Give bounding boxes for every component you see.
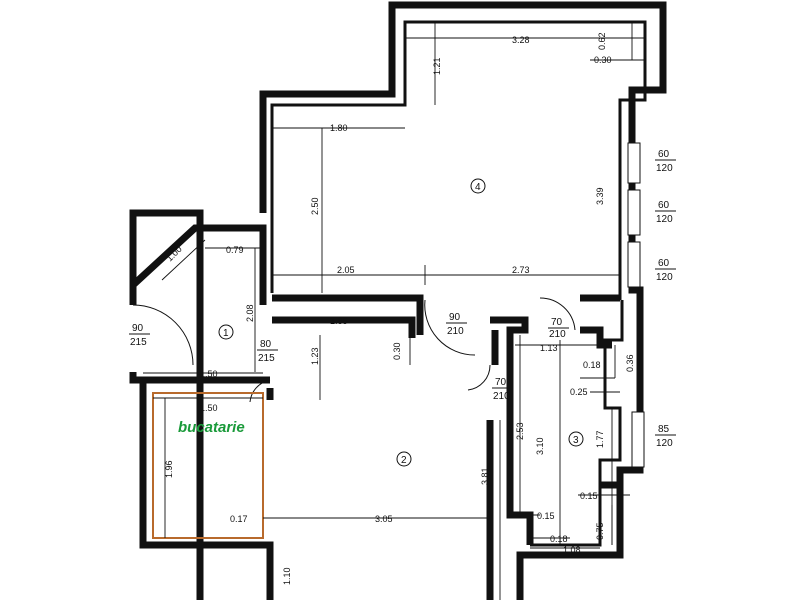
inner-wall-room4 <box>270 20 647 300</box>
room4-bottom-wall <box>272 294 424 335</box>
room-4-marker: 4 <box>470 178 486 194</box>
dim-room4-bottom-left: 2.05 <box>337 265 355 275</box>
dim-room3-h1: 2.53 <box>515 422 525 440</box>
svg-text:60: 60 <box>658 258 670 269</box>
left-outer-wall-lower <box>139 380 274 600</box>
window-2 <box>627 189 641 236</box>
dim-left-drop: 1.21 <box>432 57 442 75</box>
room3-niche-wall <box>600 481 624 500</box>
svg-text:60: 60 <box>658 149 670 160</box>
dim-room4-height: 2.50 <box>310 197 320 215</box>
window-4 <box>631 411 645 468</box>
dim-r3-015b: 0.15 <box>537 511 555 521</box>
svg-text:215: 215 <box>130 337 147 348</box>
kitchen-outline <box>152 392 264 539</box>
window-3-label: 60 120 <box>655 258 676 283</box>
room-numbers: 1 2 3 4 <box>218 178 584 467</box>
svg-text:120: 120 <box>656 272 673 283</box>
dimension-lines <box>143 22 645 600</box>
door-room4-label: 90 210 <box>446 312 467 337</box>
svg-text:90: 90 <box>449 312 461 323</box>
dim-room3-h2: 3.10 <box>535 437 545 455</box>
dim-top-right: 0.30 <box>594 55 612 65</box>
svg-text:3: 3 <box>573 435 579 446</box>
outer-wall-room4 <box>259 1 667 213</box>
door-room3-top-label: 70 210 <box>548 317 569 340</box>
dim-kitchen-gap: 0.17 <box>230 514 248 524</box>
door-room3-side-arc <box>467 364 491 391</box>
door-room3-side-label: 70 210 <box>492 377 513 402</box>
svg-text:90: 90 <box>132 323 144 334</box>
door-entry-arc <box>132 304 194 366</box>
svg-text:70: 70 <box>495 377 507 388</box>
door-room1-label: 80 215 <box>257 339 278 364</box>
svg-text:210: 210 <box>447 326 464 337</box>
dim-r3-108: 1.08 <box>563 545 581 555</box>
kitchen-label: bucatarie <box>178 419 245 436</box>
svg-text:120: 120 <box>656 214 673 225</box>
right-outer-wall <box>516 140 644 600</box>
dim-kitchen-width: 1.50 <box>200 403 218 413</box>
door-room1-arc <box>249 379 271 403</box>
dim-r3-018a: 0.18 <box>583 360 601 370</box>
dim-room3-top: 1.13 <box>540 343 558 353</box>
dim-diag: 1.00 <box>164 244 183 263</box>
window-1 <box>627 142 641 184</box>
window-3 <box>627 241 641 288</box>
svg-text:210: 210 <box>549 329 566 340</box>
svg-text:4: 4 <box>475 182 481 193</box>
window-1-label: 60 120 <box>655 149 676 174</box>
svg-text:120: 120 <box>656 438 673 449</box>
room-1-marker: 1 <box>218 324 234 340</box>
walls <box>129 1 667 600</box>
dim-left-upper-width: 1.80 <box>330 123 348 133</box>
door-arcs <box>132 297 576 403</box>
room1-diagonal-wall <box>129 224 267 305</box>
dim-bottom-left: 1.10 <box>282 567 292 585</box>
windows <box>627 142 645 468</box>
room1-bottom-wall <box>129 372 270 384</box>
window-2-label: 60 120 <box>655 200 676 225</box>
dim-top-notch: 0.62 <box>597 32 607 50</box>
svg-text:60: 60 <box>658 200 670 211</box>
svg-text:210: 210 <box>493 391 510 402</box>
dim-room1-bottom: 1.50 <box>200 369 218 379</box>
dim-r3-025: 0.25 <box>570 387 588 397</box>
svg-text:1: 1 <box>223 328 229 339</box>
room-2-marker: 2 <box>396 451 412 467</box>
outer-wall-upper <box>129 209 204 600</box>
dim-r3-015a: 0.15 <box>580 491 598 501</box>
room3-top-wall <box>580 326 612 349</box>
dim-top-width: 3.28 <box>512 35 530 45</box>
dim-kitchen-height: 1.96 <box>164 460 174 478</box>
dim-entry-width: 0.79 <box>226 245 244 255</box>
opening-labels: 90 215 80 215 90 210 70 210 70 210 60 12… <box>129 149 676 449</box>
dim-room2-partial: 1.23 <box>310 347 320 365</box>
dim-wall-030: 0.30 <box>392 342 402 360</box>
dim-room4-right-height: 3.39 <box>595 187 605 205</box>
svg-text:85: 85 <box>658 424 670 435</box>
room-3-marker: 3 <box>568 431 584 447</box>
dim-r3-018b: 0.18 <box>550 534 568 544</box>
dim-room1-height: 2.08 <box>245 304 255 322</box>
svg-text:215: 215 <box>258 353 275 364</box>
svg-text:2: 2 <box>401 455 407 466</box>
dim-corridor: 1.85 <box>330 316 348 326</box>
dim-room2-width: 3.05 <box>375 514 393 524</box>
door-room4-arc <box>424 299 476 356</box>
dim-r3-036: 0.36 <box>625 354 635 372</box>
svg-text:70: 70 <box>551 317 563 328</box>
door-entry-label: 90 215 <box>129 323 150 348</box>
dim-room4-bottom-right: 2.73 <box>512 265 530 275</box>
right-inner-wall <box>530 300 624 547</box>
dimension-labels: 3.28 0.62 0.30 1.21 1.80 2.50 3.39 2.05 … <box>164 32 635 585</box>
dim-r3-075: 0.75 <box>595 522 605 540</box>
svg-text:80: 80 <box>260 339 272 350</box>
dim-room3-h3: 1.77 <box>595 430 605 448</box>
window-4-label: 85 120 <box>655 424 676 449</box>
door-room3-top-arc <box>539 297 576 331</box>
dim-room2-height: 3.81 <box>480 467 490 485</box>
svg-text:120: 120 <box>656 163 673 174</box>
